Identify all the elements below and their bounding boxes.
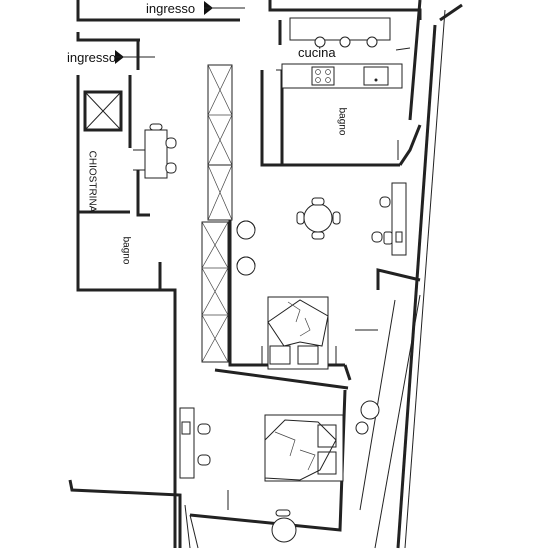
entrance-arrow-top xyxy=(204,1,245,15)
walls xyxy=(68,0,463,549)
label-entrance-top: ingresso xyxy=(146,1,196,16)
label-kitchen: cucina xyxy=(298,45,336,60)
wardrobe-top xyxy=(207,64,233,166)
wardrobe-middle xyxy=(207,164,233,221)
label-light-well: CHIOSTRINA xyxy=(86,150,98,213)
bed-lower xyxy=(264,414,344,482)
label-entrance-left: ingresso xyxy=(67,50,117,65)
desk-right-upper xyxy=(371,182,407,256)
doors xyxy=(227,140,399,510)
light-well-box xyxy=(83,90,123,132)
entrance-arrow-left xyxy=(115,50,155,64)
dining-table-left xyxy=(133,123,177,179)
kitchen-table xyxy=(289,17,391,48)
wardrobe-bottom xyxy=(201,221,229,363)
armchairs xyxy=(236,220,256,276)
round-table-center xyxy=(296,197,341,240)
kitchen-counter xyxy=(276,47,411,89)
balcony-chairs xyxy=(271,400,380,543)
label-bathroom-right: bagno xyxy=(336,107,348,136)
label-bathroom-left: bagno xyxy=(120,236,132,265)
bed-upper xyxy=(261,296,337,370)
desk-lower-left xyxy=(179,407,211,479)
